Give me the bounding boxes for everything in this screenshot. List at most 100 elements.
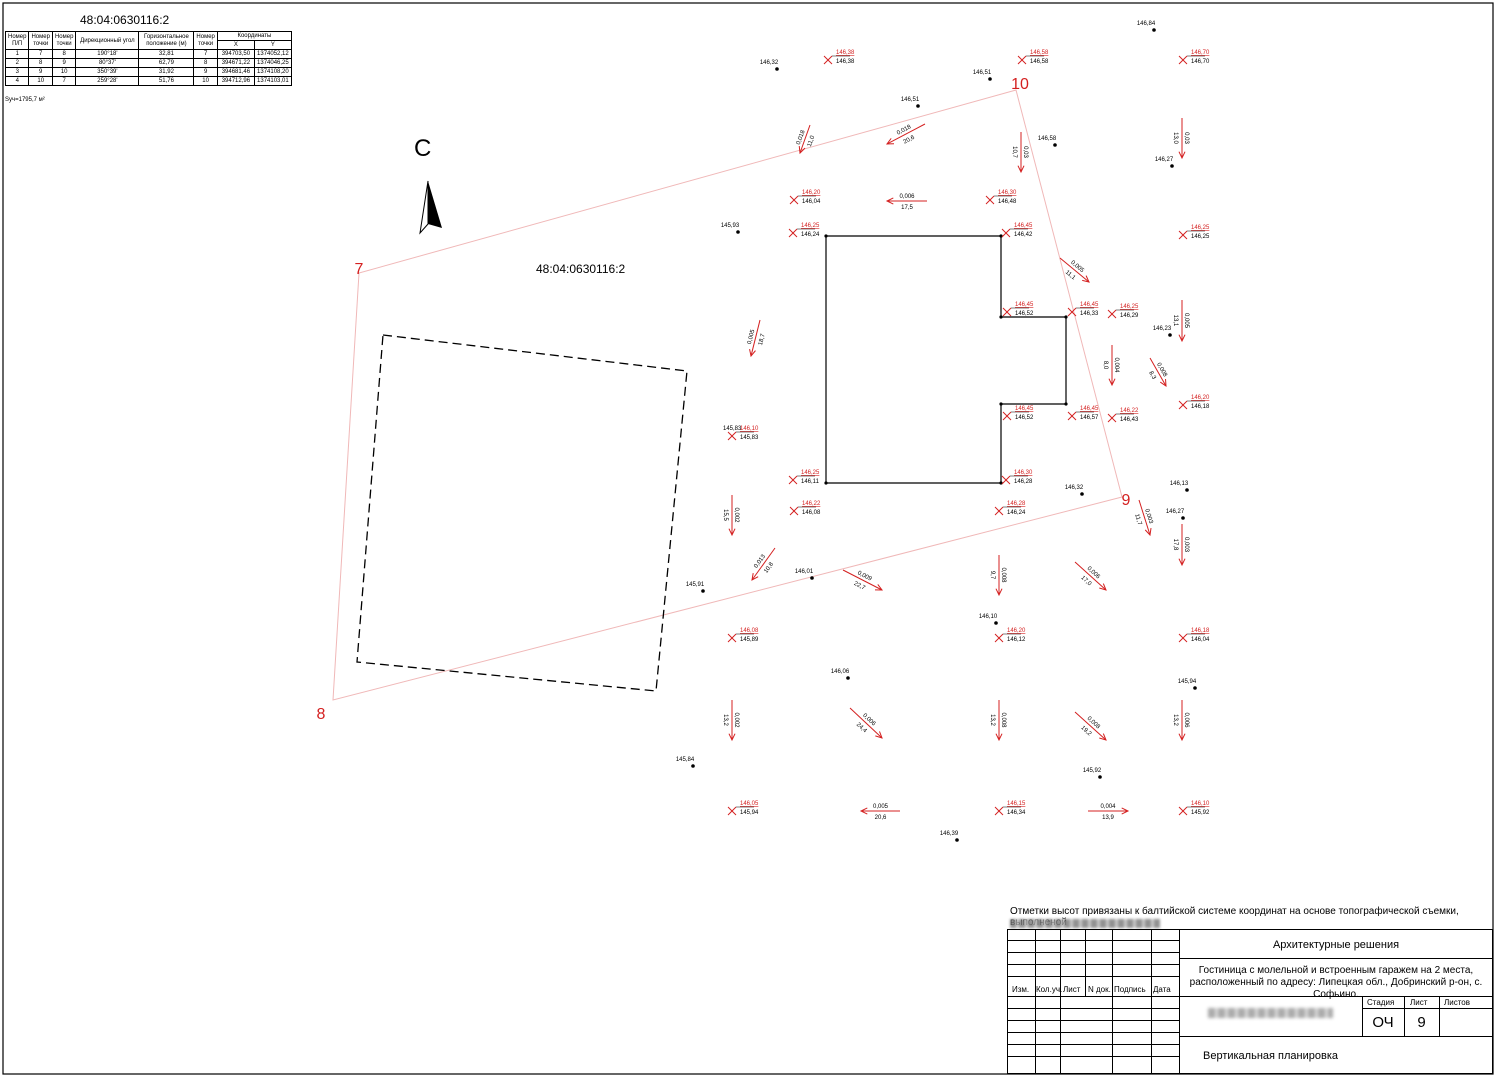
design-elevation: 146,22	[802, 501, 821, 507]
slope-length: 13,1	[1172, 315, 1178, 327]
existing-elevation: 146,11	[801, 479, 820, 485]
existing-elevation: 145,89	[740, 637, 759, 643]
slope-arrow-line	[1138, 499, 1151, 536]
arrowhead-icon	[1108, 378, 1116, 387]
existing-elevation: 146,38	[836, 59, 855, 65]
design-elevation: 146,25	[801, 223, 820, 229]
survey-point: 145,92	[1083, 768, 1102, 779]
survey-point: 146,06	[831, 669, 850, 680]
survey-point-dot	[810, 576, 814, 580]
slope-length: 11,7	[1133, 513, 1142, 526]
arrowhead-icon	[1017, 165, 1025, 174]
design-elevation: 146,70	[1191, 50, 1210, 56]
arrowhead-icon	[1099, 583, 1107, 591]
existing-elevation: 146,42	[1014, 232, 1033, 238]
table-cell: 1374103,01	[253, 76, 292, 86]
arrowhead-icon	[995, 588, 1003, 597]
existing-elevation: 146,12	[1007, 637, 1026, 643]
slope-length: 10,8	[763, 561, 775, 575]
design-elevation: 146,20	[1191, 395, 1210, 401]
slope-length: 13,2	[1172, 714, 1178, 726]
cross-icon	[1001, 228, 1011, 238]
design-mark: 146,58 146,58	[1017, 50, 1049, 65]
cross-icon	[1178, 633, 1188, 643]
arrowhead-icon	[728, 528, 736, 537]
survey-point-dot	[691, 764, 695, 768]
slope-length: 22,7	[853, 581, 867, 592]
survey-point-dot	[1152, 28, 1156, 32]
design-elevation: 146,05	[740, 801, 759, 807]
cross-icon	[1107, 309, 1117, 319]
survey-point-dot	[1170, 164, 1174, 168]
parcel-corner-label: 9	[1122, 492, 1131, 509]
design-elevation: 146,58	[1030, 50, 1049, 56]
cross-icon	[1017, 55, 1027, 65]
survey-point: 146,32	[760, 60, 779, 71]
slope-length: 17,5	[901, 205, 913, 211]
slope-value: 0,005	[873, 804, 889, 810]
existing-elevation: 146,52	[1015, 415, 1034, 421]
stamp-section: Архитектурные решения	[1272, 939, 1400, 951]
arrowhead-icon	[798, 145, 806, 155]
slope-arrow-line	[886, 123, 926, 145]
existing-elevation: 146,58	[1030, 59, 1049, 65]
survey-point-dot	[846, 676, 850, 680]
survey-point-value: 146,13	[1170, 481, 1189, 487]
building-vertices	[824, 234, 1068, 485]
survey-point-dot	[1053, 143, 1057, 147]
cross-icon	[994, 806, 1004, 816]
cross-icon	[1002, 307, 1012, 317]
cross-icon	[1002, 411, 1012, 421]
stamp-stage-label: Стадия	[1367, 998, 1395, 1007]
stamp-col-kol: Кол.уч.	[1036, 985, 1063, 994]
slope-value: 0,005	[1183, 313, 1189, 329]
slope-length: 8,0	[1102, 361, 1108, 370]
design-elevation: 146,22	[1120, 408, 1139, 414]
design-elevation: 146,10	[1191, 801, 1210, 807]
survey-point-dot	[1181, 516, 1185, 520]
survey-point: 145,94	[1178, 679, 1197, 690]
arrowhead-icon	[885, 197, 894, 205]
arrowhead-icon	[1178, 558, 1186, 567]
design-elevation: 146,25	[801, 470, 820, 476]
slope-arrow-line	[1074, 711, 1107, 741]
survey-point: 146,27	[1155, 157, 1174, 168]
slope-arrow-line	[842, 569, 883, 591]
slope-length: 13,2	[989, 714, 995, 726]
survey-point-value: 146,06	[831, 669, 850, 675]
survey-point-dot	[988, 77, 992, 81]
stamp-sheets-label: Листов	[1444, 998, 1470, 1007]
slope-arrow: 0,005 13,1	[1172, 300, 1189, 343]
survey-point-value: 146,23	[1153, 326, 1172, 332]
slope-length: 20,6	[875, 815, 887, 821]
slope-value: 0,018	[796, 129, 807, 146]
survey-point: 146,27	[1166, 509, 1185, 520]
survey-point-value: 146,27	[1155, 157, 1174, 163]
cross-icon	[1107, 413, 1117, 423]
existing-elevation: 145,83	[740, 435, 759, 441]
survey-point-value: 145,84	[676, 757, 695, 763]
design-elevation: 146,45	[1015, 406, 1034, 412]
existing-elevation: 146,43	[1120, 417, 1139, 423]
slope-length: 8,3	[1147, 370, 1157, 381]
survey-point: 146,01	[795, 569, 814, 580]
